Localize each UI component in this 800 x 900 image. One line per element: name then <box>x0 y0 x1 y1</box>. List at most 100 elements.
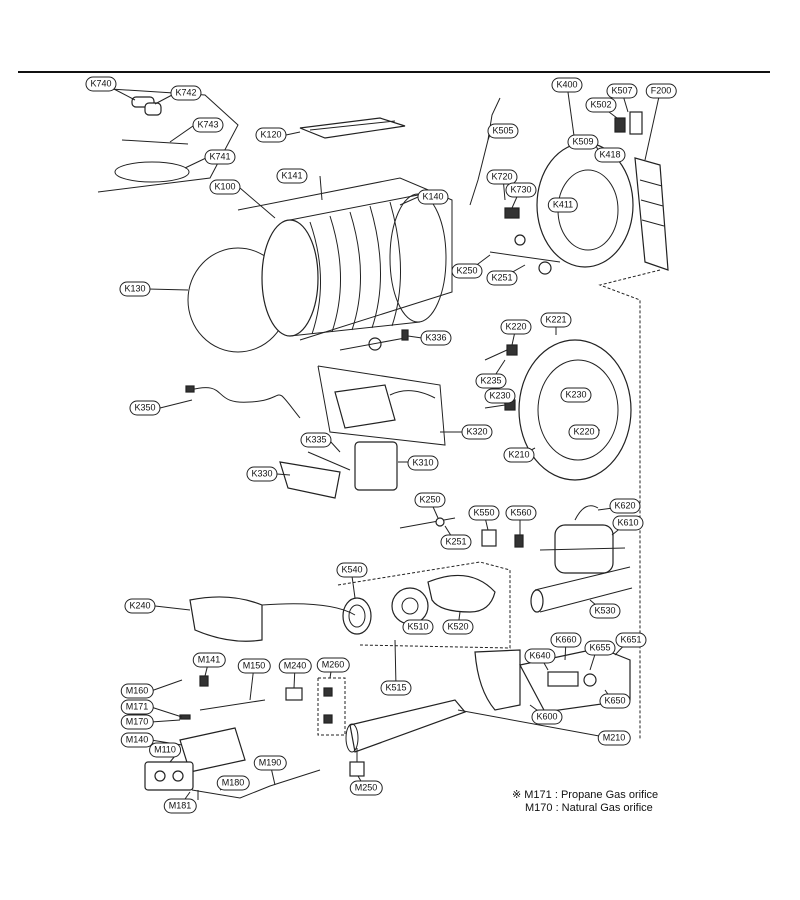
label-k743: K743 <box>192 117 224 133</box>
orifice-part <box>179 714 191 720</box>
thermostat-part <box>481 529 497 547</box>
harness-plug <box>185 385 195 393</box>
bracket-k220 <box>506 344 518 356</box>
sensor-wire-part <box>469 97 501 206</box>
base-assembly-part <box>474 649 521 711</box>
label-m140: M140 <box>120 732 154 748</box>
label-k120: K120 <box>255 127 287 143</box>
label-k741: K741 <box>204 149 236 165</box>
label-m180: M180 <box>216 775 250 791</box>
roller-part <box>339 329 409 351</box>
lint-filter-part <box>634 157 669 271</box>
ignition-bracket-part <box>349 761 365 777</box>
burner-bracket-part <box>179 727 246 773</box>
label-k230-right: K230 <box>560 387 592 403</box>
valve-clip-upper <box>323 687 333 697</box>
shaft-assembly-part <box>399 517 456 529</box>
label-k720: K720 <box>486 169 518 185</box>
rear-duct-part <box>189 596 263 642</box>
wheel-part <box>538 261 552 275</box>
filter-bracket-part <box>389 390 436 399</box>
motor-part <box>539 524 626 574</box>
label-k220-top: K220 <box>500 319 532 335</box>
label-m190: M190 <box>253 755 287 771</box>
label-k251-top: K251 <box>486 270 518 286</box>
label-k520: K520 <box>442 619 474 635</box>
top-panel-ridges <box>309 120 396 131</box>
label-k141: K141 <box>276 168 308 184</box>
exhaust-pipe-part <box>530 566 633 613</box>
lint-duct-part <box>354 441 398 491</box>
rear-bulkhead-part <box>518 339 632 481</box>
door-switch-part <box>614 117 626 133</box>
valve-clip-lower <box>323 714 333 724</box>
label-k742: K742 <box>170 85 202 101</box>
filter-housing-part <box>334 384 396 429</box>
label-k740: K740 <box>85 76 117 92</box>
label-m160: M160 <box>120 683 154 699</box>
y-connector-part <box>131 96 162 116</box>
label-k235: K235 <box>475 373 507 389</box>
label-k600: K600 <box>531 709 563 725</box>
drum-part <box>261 193 447 337</box>
label-k505: K505 <box>487 123 519 139</box>
valve-bracket-outline <box>317 677 346 736</box>
label-k335: K335 <box>300 432 332 448</box>
label-m171: M171 <box>120 699 154 715</box>
wire-harness-part <box>189 387 301 419</box>
label-k515: K515 <box>380 680 412 696</box>
label-k330: K330 <box>246 466 278 482</box>
label-k221: K221 <box>540 312 572 328</box>
label-k350: K350 <box>129 400 161 416</box>
label-m150: M150 <box>237 658 271 674</box>
thermistor-part <box>514 534 524 548</box>
label-k540: K540 <box>336 562 368 578</box>
label-m170: M170 <box>120 714 154 730</box>
label-k640: K640 <box>524 648 556 664</box>
note-propane: ※ M171 : Propane Gas orifice <box>512 789 659 801</box>
gasket-part <box>342 597 372 635</box>
label-k250-top: K250 <box>451 263 483 279</box>
label-k730: K730 <box>505 182 537 198</box>
label-k550: K550 <box>468 505 500 521</box>
drum-group-outline <box>237 177 453 341</box>
label-m110: M110 <box>149 742 181 758</box>
label-k250-mid: K250 <box>414 492 446 508</box>
filter-group-outline <box>317 365 446 446</box>
note-natural: M170 : Natural Gas orifice <box>525 802 653 814</box>
label-k610: K610 <box>612 515 644 531</box>
sensor-part <box>504 207 520 219</box>
bearing-part <box>514 234 526 246</box>
coiled-hose-part <box>114 161 190 183</box>
seal-strip-part <box>307 451 351 471</box>
label-f200: F200 <box>645 83 677 99</box>
fan-housing-part <box>427 574 496 613</box>
label-k418: K418 <box>594 147 626 163</box>
straight-hose-part <box>121 139 189 145</box>
label-k240: K240 <box>124 598 156 614</box>
label-k651: K651 <box>615 632 647 648</box>
burner-tube-part <box>199 699 266 711</box>
label-k140: K140 <box>417 189 449 205</box>
label-k655: K655 <box>584 640 616 656</box>
label-k530: K530 <box>589 603 621 619</box>
label-k251-mid: K251 <box>440 534 472 550</box>
label-m240: M240 <box>278 658 312 674</box>
duct-bracket-part <box>279 461 341 499</box>
label-m181: M181 <box>163 798 197 814</box>
top-panel-part <box>299 117 406 139</box>
label-k560: K560 <box>505 505 537 521</box>
label-k320: K320 <box>461 424 493 440</box>
label-k411: K411 <box>547 197 579 213</box>
k740-group-outline <box>94 87 239 193</box>
label-m250: M250 <box>349 780 383 796</box>
label-k230-left: K230 <box>484 388 516 404</box>
label-k310: K310 <box>407 455 439 471</box>
label-k100: K100 <box>209 179 241 195</box>
label-k336: K336 <box>420 330 452 346</box>
label-k660: K660 <box>550 632 582 648</box>
label-k510: K510 <box>402 619 434 635</box>
label-k400: K400 <box>551 77 583 93</box>
header-rule <box>18 71 770 73</box>
housing-heater-part <box>547 671 579 687</box>
